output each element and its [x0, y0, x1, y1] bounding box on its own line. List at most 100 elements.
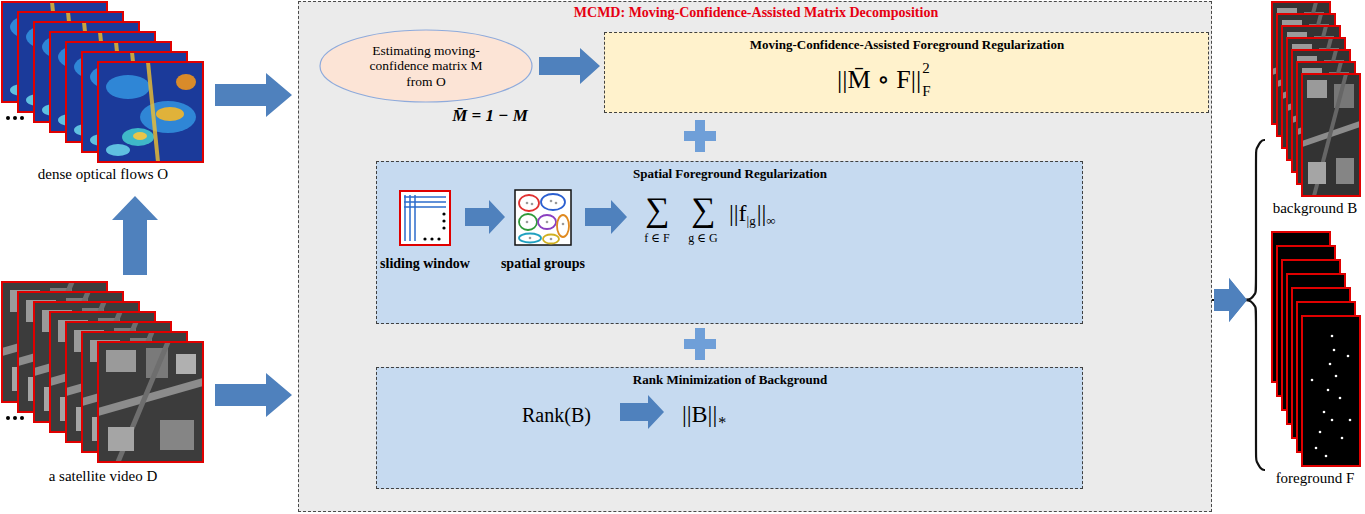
spatial-groups-icon — [550, 200, 553, 203]
sliding-window-icon — [400, 191, 450, 245]
text-slot: foreground F — [1276, 470, 1355, 487]
text-slot: || — [757, 200, 767, 228]
text-slot: f ∈ F — [644, 232, 670, 246]
bracket-line — [1212, 300, 1265, 470]
text-slot: |g — [747, 214, 756, 229]
text-slot: Spatial Foreground Regularization — [633, 167, 827, 182]
spatial-groups-icon — [557, 215, 569, 237]
small-block-arrow — [465, 200, 664, 429]
sliding-window-icon — [437, 237, 440, 240]
block-arrow — [215, 73, 292, 117]
optical-flow-stack — [50, 32, 155, 132]
sliding-window-icon — [442, 226, 445, 229]
bracket-connector — [1212, 140, 1265, 322]
satellite-video-stack — [6, 416, 10, 420]
block-arrow — [1214, 278, 1247, 322]
background-stack — [1297, 62, 1355, 184]
box-heading: Moving-Confidence-Assisted Foreground Re… — [750, 38, 1064, 53]
foreground-stack — [1272, 232, 1330, 382]
spatial-groups-icon — [519, 195, 539, 211]
block-arrow — [539, 48, 600, 84]
satellite-video-stack — [82, 332, 187, 452]
text-slot: F — [922, 83, 930, 100]
formula-subscript: f ∈ F — [644, 232, 670, 246]
text-slot: spatial groups — [501, 256, 585, 272]
formula-sum: ∑ — [645, 190, 669, 229]
foreground-stack — [1272, 232, 1360, 466]
background-stack — [1292, 50, 1350, 172]
regularization-box: Rank Minimization of BackgroundRank(B)||… — [376, 367, 1083, 489]
satellite-video-stack — [2, 282, 203, 462]
text-slot: * — [718, 414, 726, 432]
optical-flow-stack — [2, 2, 107, 102]
background-stack — [1272, 2, 1360, 196]
bracket-line — [1212, 140, 1265, 300]
spatial-groups-icon — [555, 202, 558, 205]
foreground-stack — [1302, 316, 1360, 466]
block-arrow — [215, 373, 292, 417]
spatial-groups-icon — [519, 234, 541, 243]
formula: Rank(B) — [522, 404, 591, 427]
icon-caption: spatial groups — [501, 256, 585, 272]
regularization-box: Moving-Confidence-Assisted Foreground Re… — [604, 32, 1209, 113]
spatial-groups-icon — [515, 190, 571, 245]
spatial-groups-icon — [541, 194, 565, 210]
formula-subscript: |g — [747, 214, 756, 229]
optical-flow-stack — [2, 2, 203, 162]
block-arrow — [215, 373, 292, 417]
ellipse-text: Estimating moving-confidence matrix M fr… — [361, 43, 491, 90]
sliding-window-icon — [442, 212, 445, 215]
text-slot: ∑ — [645, 190, 669, 229]
spatial-groups-icon — [526, 202, 529, 205]
spatial-groups-icon — [519, 214, 537, 230]
satellite-video-stack — [18, 292, 123, 412]
small-block-arrow — [465, 200, 505, 234]
spatial-groups-icon — [531, 203, 534, 206]
spatial-groups-icon — [519, 194, 569, 244]
small-block-arrow — [620, 395, 664, 429]
formula: || — [757, 200, 767, 228]
block-arrow — [539, 48, 600, 84]
satellite-video-stack — [98, 342, 203, 462]
optical-flow-stack — [66, 42, 171, 142]
image-stack-node: a satellite video D — [0, 280, 207, 492]
satellite-video-stack — [2, 282, 107, 402]
optical-flow-stack — [98, 62, 203, 162]
background-stack — [1282, 26, 1340, 148]
text-slot: a satellite video D — [49, 468, 158, 485]
sliding-window-icon — [423, 237, 426, 240]
spatial-groups-icon — [529, 237, 532, 240]
text-slot: 2 — [922, 60, 930, 77]
spatial-groups-icon — [550, 238, 553, 241]
ellipse-outline — [320, 30, 532, 102]
regularization-box: Spatial Foreground Regularization sliding… — [376, 161, 1083, 324]
text-slot: background B — [1273, 200, 1358, 217]
optical-flow-stack — [34, 22, 139, 122]
method-panel: MCMD: Moving-Confidence-Assisted Matrix … — [298, 1, 1212, 512]
spatial-groups-icon — [526, 200, 565, 241]
spatial-groups-icon — [546, 221, 549, 224]
satellite-video-stack — [34, 302, 139, 422]
formula-subscript: ∞ — [766, 214, 775, 229]
text-slot: dense optical flows O — [38, 166, 168, 183]
sliding-window-icon — [430, 237, 433, 240]
satellite-video-stack — [66, 322, 171, 442]
sliding-window-icon — [423, 212, 445, 240]
formula-subscript: g ∈ G — [688, 232, 718, 246]
plus-symbol — [684, 328, 716, 360]
spatial-groups-icon — [538, 215, 556, 229]
caption: dense optical flows O — [38, 166, 168, 183]
block-arrow — [215, 73, 292, 117]
text-slot: ||B|| — [682, 401, 717, 429]
icon-caption: sliding window — [380, 256, 470, 272]
formula: ||f — [729, 200, 747, 228]
sliding-window-icon — [442, 219, 445, 222]
text-slot: sliding window — [380, 256, 470, 272]
sliding-window-icon — [400, 191, 450, 245]
caption: background B — [1273, 200, 1358, 217]
foreground-stack — [1292, 288, 1350, 438]
foreground-stack — [1287, 274, 1345, 424]
